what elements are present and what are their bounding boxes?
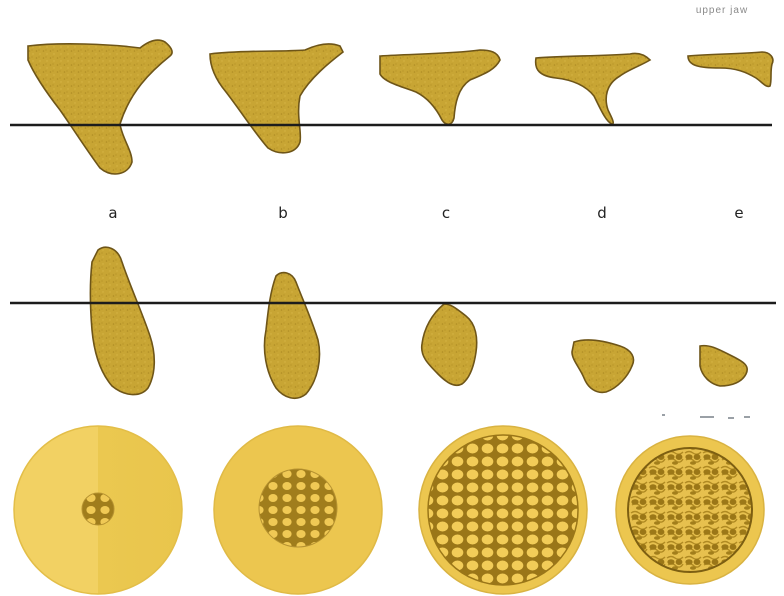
disc-a [14,426,182,594]
faint-marks [662,414,750,419]
lower-section-b [264,273,319,399]
upper-row [28,40,773,174]
disc-c [419,426,587,594]
label-b: b [278,204,288,222]
label-c: c [442,204,450,222]
stage-labels: a b c d e [108,204,743,222]
lower-section-a [91,247,155,394]
upper-section-c [380,50,500,124]
disc-d [616,436,764,584]
label-a: a [108,204,117,222]
disc-b [214,426,382,594]
upper-section-a [28,40,172,174]
lower-section-e [700,346,747,386]
upper-section-d [536,53,650,124]
lower-row [91,247,748,398]
trabecular-discs [14,426,764,594]
label-d: d [597,204,607,222]
label-e: e [734,204,743,222]
upper-section-e [688,52,773,86]
lower-section-c [422,304,477,385]
lower-section-d [572,340,634,392]
upper-section-b [210,44,343,153]
corner-caption: upper jaw [696,5,748,16]
